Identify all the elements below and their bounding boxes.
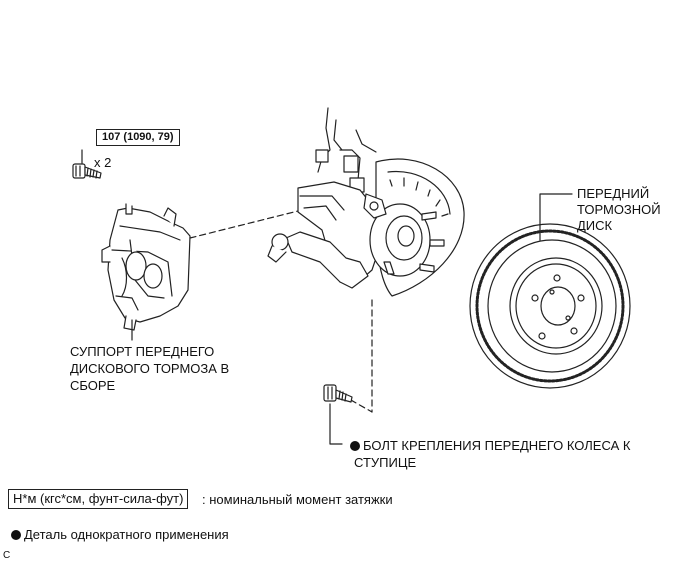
caliper-label-line-3: СБОРЕ <box>70 378 116 393</box>
torque-unit-legend-box: Н*м (кгс*см, фунт-сила-фут) <box>8 489 189 509</box>
caliper-bolt <box>72 163 102 179</box>
hub-bolt-leader-line <box>329 403 343 445</box>
bolt-quantity-label: x 2 <box>94 155 112 170</box>
hub-bolt <box>323 384 353 403</box>
rotor-label-line-2: ТОРМОЗНОЙ <box>577 202 661 217</box>
rotor-leader-line <box>539 193 573 241</box>
caliper-label-line-2: ДИСКОВОГО ТОРМОЗА В <box>70 361 230 376</box>
single-use-legend-dot-icon <box>11 530 21 540</box>
caliper-label-line-1: СУППОРТ ПЕРЕДНЕГО <box>70 344 215 359</box>
hub-bolt-label-line-2: СТУПИЦЕ <box>354 455 417 470</box>
caliper-assembly <box>101 203 191 331</box>
hub-bolt-label-text: БОЛТ КРЕПЛЕНИЯ ПЕРЕДНЕГО КОЛЕСА К <box>363 438 631 453</box>
corner-mark: C <box>3 550 11 561</box>
steering-knuckle-hub <box>267 107 465 297</box>
hub-bolt-label-line-1: БОЛТ КРЕПЛЕНИЯ ПЕРЕДНЕГО КОЛЕСА К <box>350 438 630 454</box>
torque-unit-legend-desc: : номинальный момент затяжки <box>202 492 393 507</box>
single-use-legend-text: Деталь однократного применения <box>24 527 229 542</box>
single-use-legend: Деталь однократного применения <box>11 527 229 543</box>
rotor-label-line-1: ПЕРЕДНИЙ <box>577 186 650 201</box>
torque-spec-box: 107 (1090, 79) <box>96 129 180 146</box>
brake-rotor <box>469 223 631 389</box>
rotor-label-line-3: ДИСК <box>577 218 613 233</box>
single-use-dot-icon <box>350 441 360 451</box>
